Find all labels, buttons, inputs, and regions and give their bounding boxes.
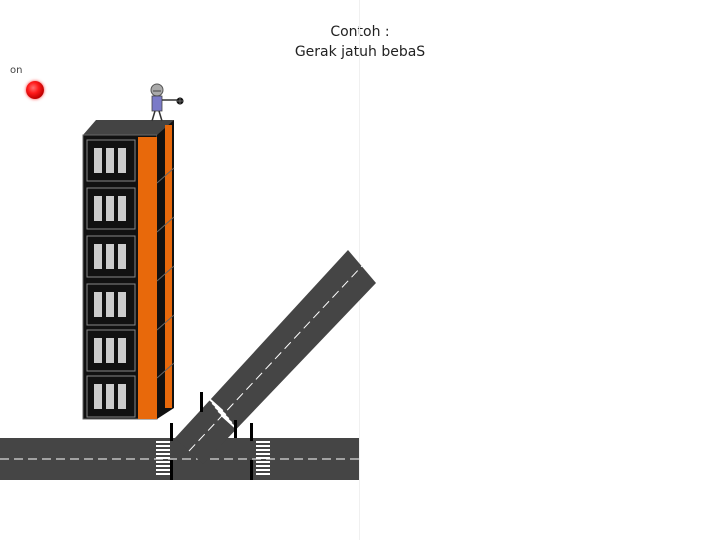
stick-figure-icon — [150, 83, 177, 122]
diagonal-road — [175, 250, 376, 464]
window-floor-2 — [86, 187, 136, 230]
title-line-2: Gerak jatuh bebaS — [240, 42, 480, 62]
slide-title: Contoh : Gerak jatuh bebaS — [240, 22, 480, 62]
diagonal-crosswalk — [208, 398, 236, 428]
window-floor-5 — [86, 329, 136, 372]
title-line-2-text: Gerak jatuh beba — [294, 44, 417, 60]
window-floor-6 — [86, 375, 136, 418]
ball-icon — [176, 97, 184, 105]
building-windows — [86, 139, 136, 418]
on-button[interactable] — [26, 81, 44, 99]
title-line-1: Contoh : — [330, 24, 390, 40]
road-posts — [170, 392, 253, 480]
horizontal-road — [0, 438, 359, 480]
window-floor-4 — [86, 283, 136, 326]
window-floor-3 — [86, 235, 136, 278]
building — [82, 120, 175, 420]
window-floor-1 — [86, 139, 136, 182]
left-crosswalk — [156, 441, 170, 475]
right-crosswalk — [256, 441, 270, 475]
title-line-2-cap: S — [416, 44, 426, 60]
on-label: on — [10, 65, 23, 76]
